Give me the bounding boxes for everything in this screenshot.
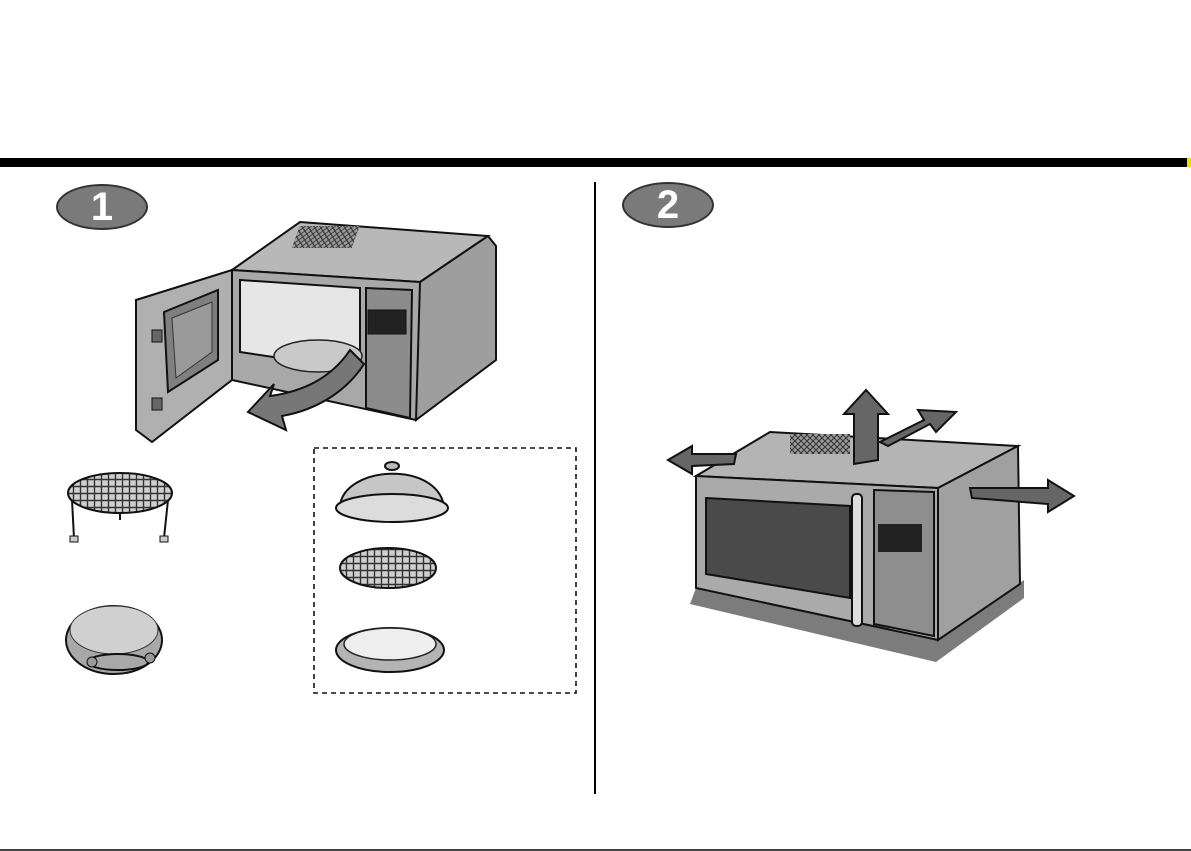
door-handle bbox=[852, 494, 862, 626]
steam-bowl bbox=[336, 628, 444, 672]
closed-microwave-illustration bbox=[690, 432, 1024, 662]
display-window bbox=[368, 310, 406, 334]
display-window-2 bbox=[878, 524, 922, 552]
crisp-plate bbox=[340, 548, 436, 588]
top-vent-grill-2 bbox=[790, 434, 850, 454]
control-panel bbox=[366, 288, 412, 418]
turntable-plate bbox=[66, 606, 162, 674]
steam-cover bbox=[336, 462, 448, 522]
open-microwave-illustration bbox=[136, 222, 496, 442]
top-vent-grill bbox=[292, 226, 360, 248]
grill-rack bbox=[68, 473, 172, 542]
